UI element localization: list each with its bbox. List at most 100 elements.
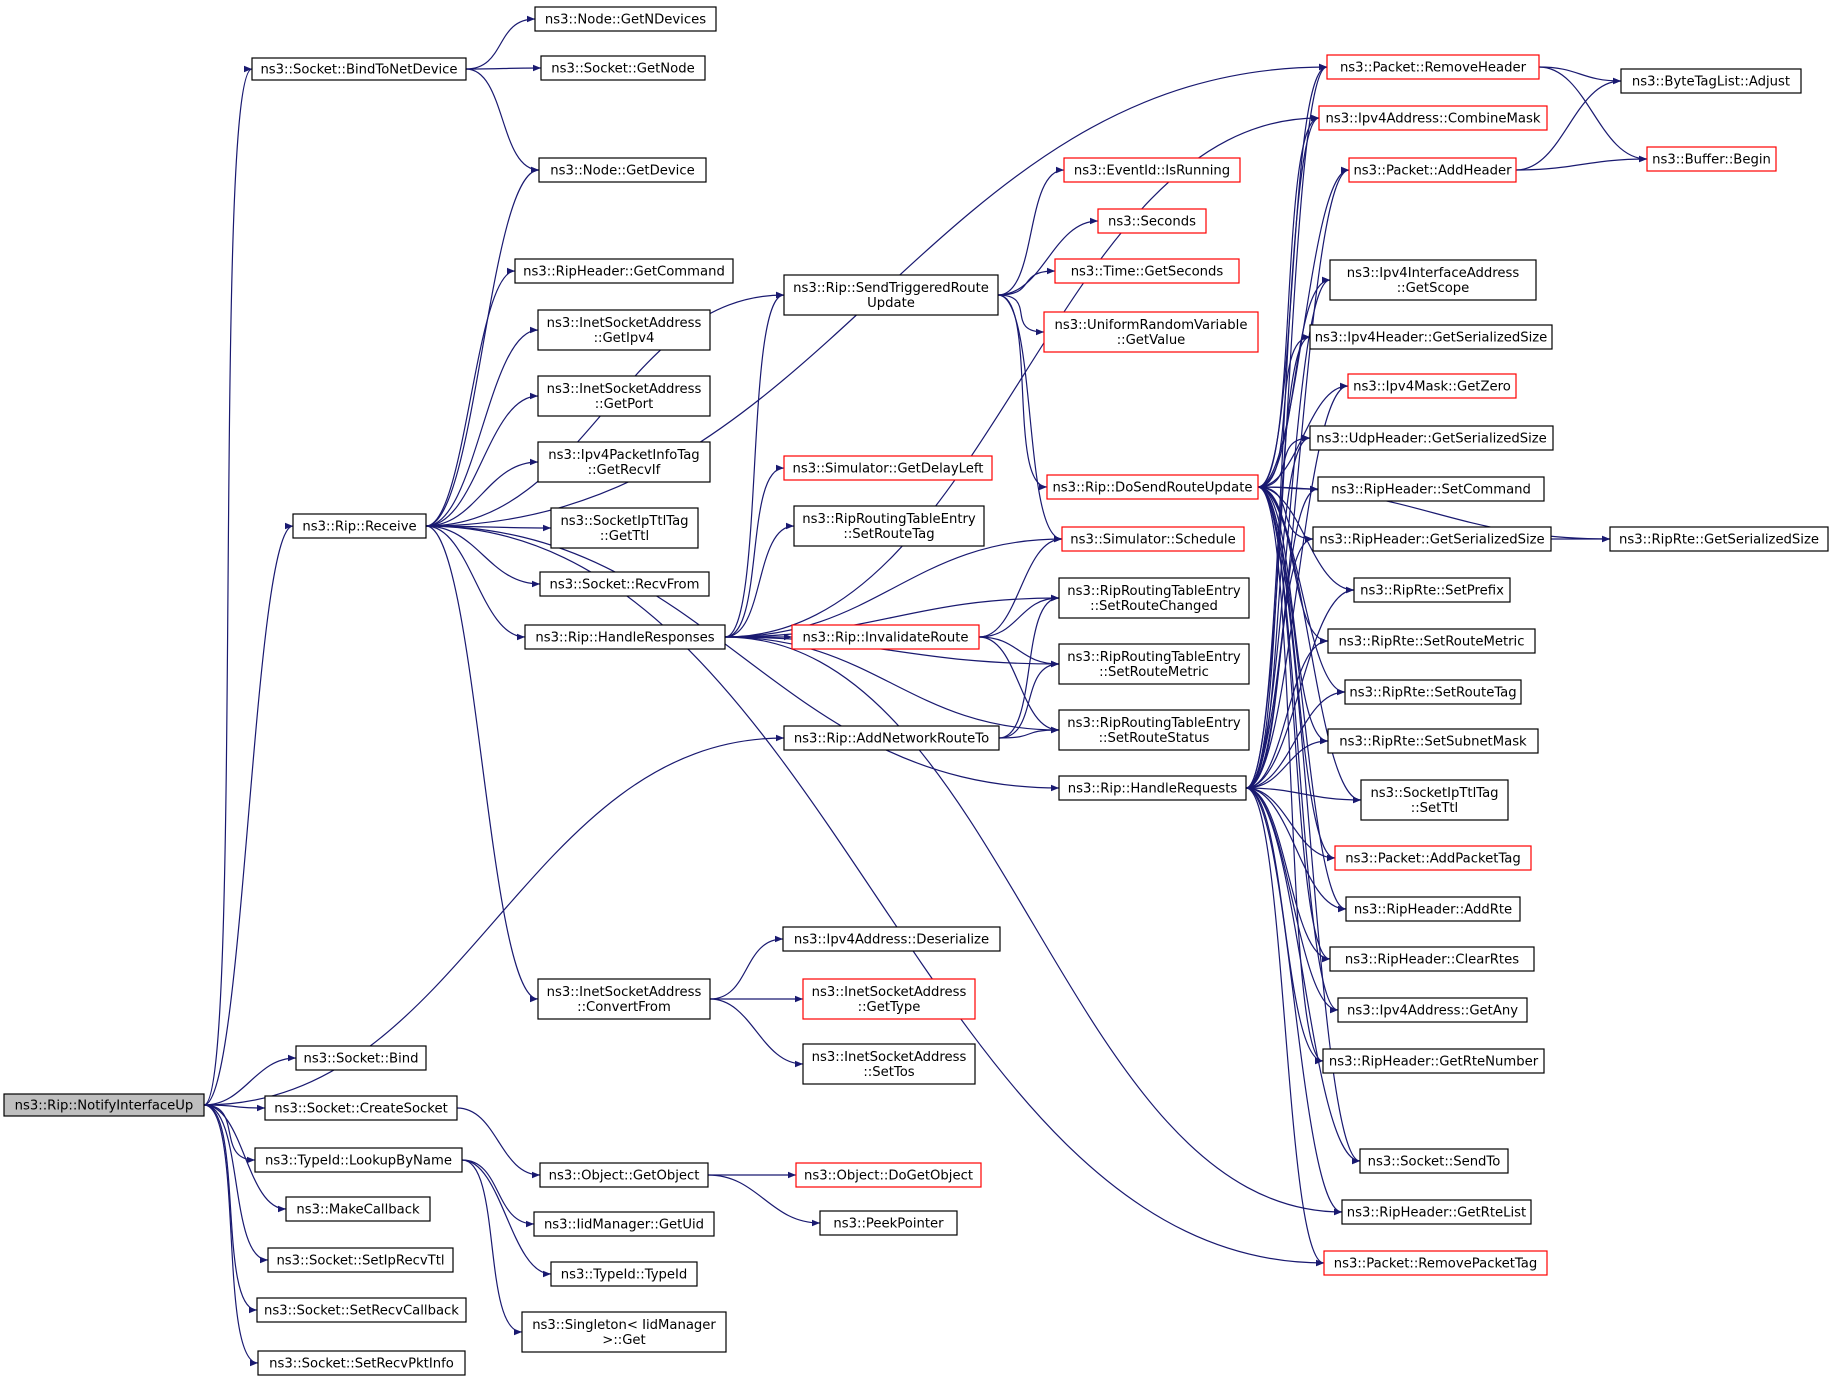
node-ipv4-mask-get-zero[interactable]: ns3::Ipv4Mask::GetZero xyxy=(1347,373,1517,399)
node-inet-get-type[interactable]: ns3::InetSocketAddress::GetType xyxy=(802,978,976,1020)
node-pkt-remove-packet-tag[interactable]: ns3::Packet::RemovePacketTag xyxy=(1323,1250,1548,1276)
edge-rip-handle-responses-to-rte-set-route-tag xyxy=(724,522,795,638)
node-rip-hdr-add-rte[interactable]: ns3::RipHeader::AddRte xyxy=(1345,896,1521,922)
node-byte-tag-list-adjust[interactable]: ns3::ByteTagList::Adjust xyxy=(1620,68,1802,94)
node-rte-set-route-tag[interactable]: ns3::RipRoutingTableEntry::SetRouteTag xyxy=(793,505,985,547)
node-label: ns3::Socket::SetRecvPktInfo xyxy=(269,1357,454,1372)
node-socket-bind[interactable]: ns3::Socket::Bind xyxy=(295,1045,427,1071)
node-singleton-get[interactable]: ns3::Singleton< IidManager>::Get xyxy=(521,1311,727,1353)
node-rip-handle-responses[interactable]: ns3::Rip::HandleResponses xyxy=(524,624,726,650)
node-sim-schedule[interactable]: ns3::Simulator::Schedule xyxy=(1061,526,1245,552)
node-socket-send-to[interactable]: ns3::Socket::SendTo xyxy=(1359,1148,1509,1174)
edge-notify-to-rip-add-network-route-to xyxy=(203,734,785,1106)
node-rte-set-route-status[interactable]: ns3::RipRoutingTableEntry::SetRouteStatu… xyxy=(1058,709,1250,751)
node-socket-ip-ttl-get-ttl[interactable]: ns3::SocketIpTtlTag::GetTtl xyxy=(550,507,699,549)
node-inet-convert-from[interactable]: ns3::InetSocketAddress::ConvertFrom xyxy=(537,978,711,1020)
node-label: ns3::EventId::IsRunning xyxy=(1074,164,1230,179)
node-label: ns3::TypeId::LookupByName xyxy=(265,1154,452,1169)
node-rip-hdr-get-rte-list[interactable]: ns3::RipHeader::GetRteList xyxy=(1341,1199,1532,1225)
node-uniform-get-value[interactable]: ns3::UniformRandomVariable::GetValue xyxy=(1043,311,1259,353)
node-make-callback[interactable]: ns3::MakeCallback xyxy=(285,1196,431,1222)
edge-rip-handle-responses-to-rte-set-route-changed xyxy=(724,594,1060,638)
node-rip-receive[interactable]: ns3::Rip::Receive xyxy=(292,513,427,539)
node-rip-invalidate-route[interactable]: ns3::Rip::InvalidateRoute xyxy=(791,624,980,650)
node-inet-get-ipv4[interactable]: ns3::InetSocketAddress::GetIpv4 xyxy=(537,309,711,351)
edge-rip-do-send-route-update-to-rip-hdr-get-rte-number xyxy=(1257,486,1324,1065)
node-label: ns3::Ipv4PacketInfoTag xyxy=(548,448,699,463)
node-box xyxy=(538,157,707,183)
edge-notify-to-rip-receive xyxy=(203,522,294,1106)
node-socket-create-socket[interactable]: ns3::Socket::CreateSocket xyxy=(264,1095,458,1121)
node-box xyxy=(1061,526,1245,552)
node-box xyxy=(1360,779,1509,821)
node-rip-rte-set-route-tag[interactable]: ns3::RipRte::SetRouteTag xyxy=(1344,679,1522,705)
node-ipv4-addr-deserialize[interactable]: ns3::Ipv4Address::Deserialize xyxy=(782,926,1001,952)
node-rip-rte-set-subnet-mask[interactable]: ns3::RipRte::SetSubnetMask xyxy=(1327,728,1539,754)
node-rip-hdr-get-rte-number[interactable]: ns3::RipHeader::GetRteNumber xyxy=(1322,1048,1545,1074)
node-rip-hdr-clear-rtes[interactable]: ns3::RipHeader::ClearRtes xyxy=(1329,946,1535,972)
node-label: ns3::RipRoutingTableEntry xyxy=(1067,650,1241,665)
node-rip-header-get-command[interactable]: ns3::RipHeader::GetCommand xyxy=(514,258,734,284)
edge-rip-add-network-route-to-to-rte-set-route-metric xyxy=(998,660,1060,739)
node-ipv4-addr-get-any[interactable]: ns3::Ipv4Address::GetAny xyxy=(1337,997,1528,1023)
node-pkt-add-header[interactable]: ns3::Packet::AddHeader xyxy=(1348,157,1517,183)
node-node-get-device[interactable]: ns3::Node::GetDevice xyxy=(538,157,707,183)
node-label: ::SetTtl xyxy=(1411,801,1458,816)
node-rip-do-send-route-update[interactable]: ns3::Rip::DoSendRouteUpdate xyxy=(1046,474,1259,500)
node-label: ns3::Simulator::GetDelayLeft xyxy=(793,462,984,477)
node-rip-rte-set-route-metric[interactable]: ns3::RipRte::SetRouteMetric xyxy=(1327,628,1536,654)
node-socket-ip-ttl-set-ttl[interactable]: ns3::SocketIpTtlTag::SetTtl xyxy=(1360,779,1509,821)
node-peek-pointer[interactable]: ns3::PeekPointer xyxy=(819,1210,958,1236)
node-seconds[interactable]: ns3::Seconds xyxy=(1097,208,1207,234)
node-rte-set-route-metric[interactable]: ns3::RipRoutingTableEntry::SetRouteMetri… xyxy=(1058,643,1250,685)
node-label: ::GetScope xyxy=(1397,281,1470,296)
node-label: ns3::Packet::AddHeader xyxy=(1353,164,1512,179)
node-inet-set-tos[interactable]: ns3::InetSocketAddress::SetTos xyxy=(802,1043,976,1085)
node-box xyxy=(1646,146,1777,172)
node-sim-get-delay-left[interactable]: ns3::Simulator::GetDelayLeft xyxy=(783,455,993,481)
edge-pkt-remove-header-to-buffer-begin xyxy=(1538,66,1648,163)
node-udp-hdr-get-size[interactable]: ns3::UdpHeader::GetSerializedSize xyxy=(1309,425,1554,451)
node-rip-add-network-route-to[interactable]: ns3::Rip::AddNetworkRouteTo xyxy=(783,725,1000,751)
node-type-id-lookup-by-name[interactable]: ns3::TypeId::LookupByName xyxy=(254,1147,463,1173)
node-socket-get-node[interactable]: ns3::Socket::GetNode xyxy=(540,55,706,81)
node-pkt-add-packet-tag[interactable]: ns3::Packet::AddPacketTag xyxy=(1334,845,1532,871)
node-inet-get-port[interactable]: ns3::InetSocketAddress::GetPort xyxy=(537,375,711,417)
node-rip-hdr-get-size[interactable]: ns3::RipHeader::GetSerializedSize xyxy=(1312,526,1552,552)
edge-rip-add-network-route-to-to-rte-set-route-changed xyxy=(998,594,1060,739)
node-object-get-object[interactable]: ns3::Object::GetObject xyxy=(539,1162,709,1188)
edge-type-id-lookup-by-name-to-iid-get-uid xyxy=(461,1159,535,1228)
node-box xyxy=(802,978,976,1020)
node-object-do-get-object[interactable]: ns3::Object::DoGetObject xyxy=(795,1162,982,1188)
node-socket-set-recv-pkt-info[interactable]: ns3::Socket::SetRecvPktInfo xyxy=(257,1350,466,1376)
node-rip-rte-set-prefix[interactable]: ns3::RipRte::SetPrefix xyxy=(1353,577,1511,603)
node-label: ns3::Node::GetNDevices xyxy=(545,13,706,28)
node-socket-set-recv-callback[interactable]: ns3::Socket::SetRecvCallback xyxy=(256,1297,467,1323)
node-notify[interactable]: ns3::Rip::NotifyInterfaceUp xyxy=(3,1093,205,1117)
edge-rip-handle-responses-to-rip-hdr-get-rte-list xyxy=(724,636,1343,1216)
node-rip-handle-requests[interactable]: ns3::Rip::HandleRequests xyxy=(1058,775,1247,801)
node-buffer-begin[interactable]: ns3::Buffer::Begin xyxy=(1646,146,1777,172)
node-bind-to-net-device[interactable]: ns3::Socket::BindToNetDevice xyxy=(251,57,467,81)
node-box xyxy=(819,1210,958,1236)
node-pkt-remove-header[interactable]: ns3::Packet::RemoveHeader xyxy=(1326,54,1540,80)
node-type-id-type-id[interactable]: ns3::TypeId::TypeId xyxy=(550,1261,698,1287)
node-box xyxy=(539,571,710,597)
edge-rip-handle-requests-to-rip-hdr-add-rte xyxy=(1245,787,1347,913)
node-socket-set-ip-recv-ttl[interactable]: ns3::Socket::SetIpRecvTtl xyxy=(267,1247,454,1273)
node-iid-get-uid[interactable]: ns3::IidManager::GetUid xyxy=(533,1211,715,1237)
node-rip-hdr-set-command[interactable]: ns3::RipHeader::SetCommand xyxy=(1317,476,1545,502)
node-rip-rte-get-size[interactable]: ns3::RipRte::GetSerializedSize xyxy=(1609,526,1829,552)
node-ipv4-pkt-info-get-recv-if[interactable]: ns3::Ipv4PacketInfoTag::GetRecvIf xyxy=(537,441,711,483)
node-node-get-ndevices[interactable]: ns3::Node::GetNDevices xyxy=(534,6,717,32)
node-time-get-seconds[interactable]: ns3::Time::GetSeconds xyxy=(1054,258,1240,284)
edge-rip-handle-responses-to-rte-set-route-status xyxy=(724,636,1060,734)
node-rte-set-route-changed[interactable]: ns3::RipRoutingTableEntry::SetRouteChang… xyxy=(1058,577,1250,619)
node-ipv4-iface-get-scope[interactable]: ns3::Ipv4InterfaceAddress::GetScope xyxy=(1329,259,1537,301)
node-label: ns3::Socket::SetIpRecvTtl xyxy=(276,1254,444,1269)
node-socket-recv-from[interactable]: ns3::Socket::RecvFrom xyxy=(539,571,710,597)
node-ipv4-hdr-get-size[interactable]: ns3::Ipv4Header::GetSerializedSize xyxy=(1309,324,1553,350)
node-ipv4-combine-mask[interactable]: ns3::Ipv4Address::CombineMask xyxy=(1318,105,1548,131)
node-event-is-running[interactable]: ns3::EventId::IsRunning xyxy=(1063,157,1241,183)
